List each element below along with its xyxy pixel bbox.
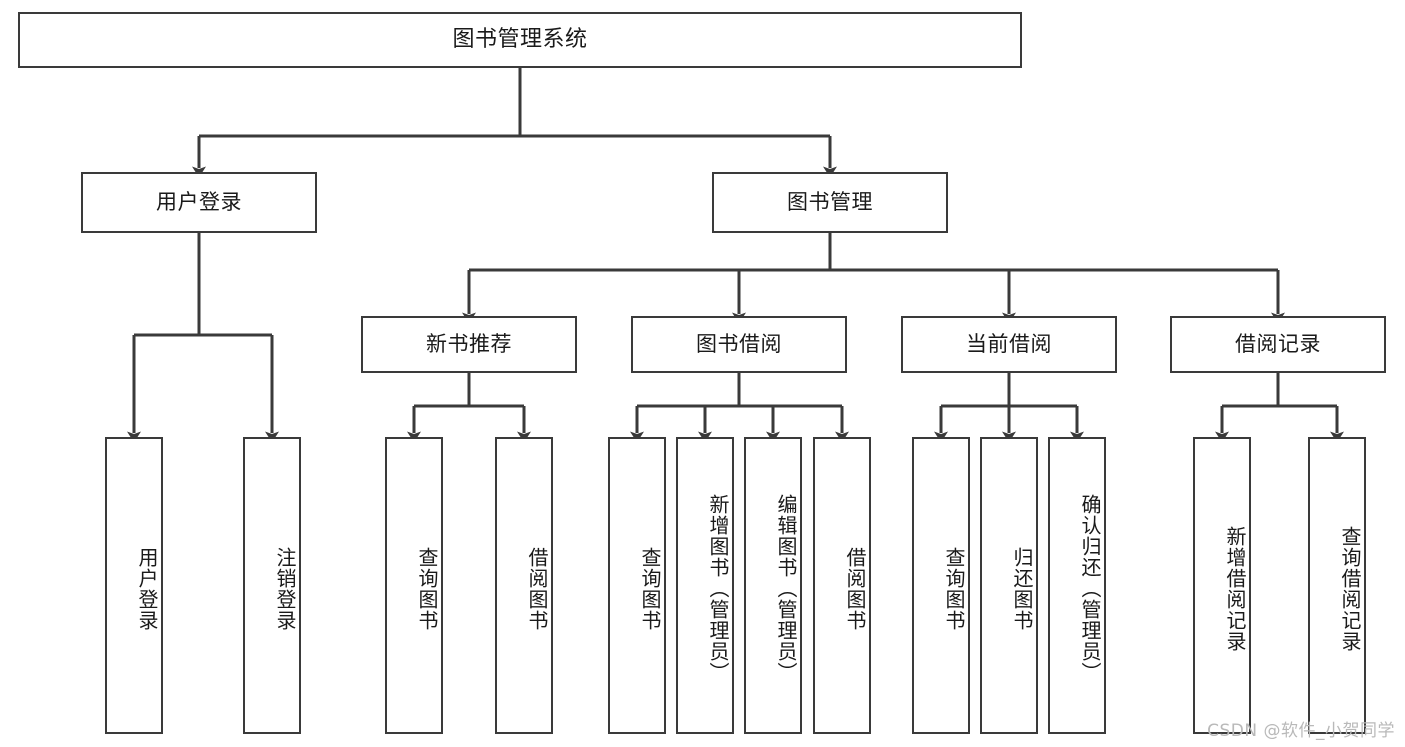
node-user-login[interactable]: 用户登录: [81, 172, 317, 233]
node-leaf-borrow-book-2-label: 借阅图书: [843, 546, 867, 631]
node-leaf-query-record-label: 查询借阅记录: [1338, 525, 1362, 652]
node-leaf-user-logout-label: 注销登录: [273, 546, 297, 631]
node-leaf-user-login-label: 用户登录: [135, 546, 159, 631]
node-leaf-borrow-book-2[interactable]: 借阅图书: [813, 437, 871, 734]
node-leaf-add-record[interactable]: 新增借阅记录: [1193, 437, 1251, 734]
node-leaf-add-book[interactable]: 新增图书（管理员）: [676, 437, 734, 734]
node-leaf-query-book-1-label: 查询图书: [415, 546, 439, 631]
node-leaf-return-book[interactable]: 归还图书: [980, 437, 1038, 734]
node-leaf-add-record-label: 新增借阅记录: [1223, 525, 1247, 652]
node-leaf-edit-book-label: 编辑图书（管理员）: [774, 494, 798, 683]
node-leaf-query-book-3[interactable]: 查询图书: [912, 437, 970, 734]
node-leaf-query-book-2[interactable]: 查询图书: [608, 437, 666, 734]
node-book-manage[interactable]: 图书管理: [712, 172, 948, 233]
node-leaf-return-book-label: 归还图书: [1010, 546, 1034, 631]
node-leaf-query-book-3-label: 查询图书: [942, 546, 966, 631]
node-leaf-query-book-2-label: 查询图书: [638, 546, 662, 631]
node-leaf-edit-book[interactable]: 编辑图书（管理员）: [744, 437, 802, 734]
node-leaf-user-login[interactable]: 用户登录: [105, 437, 163, 734]
node-current-borrow[interactable]: 当前借阅: [901, 316, 1117, 373]
node-new-book-recommend[interactable]: 新书推荐: [361, 316, 577, 373]
node-leaf-add-book-label: 新增图书（管理员）: [706, 494, 730, 683]
node-leaf-borrow-book-1-label: 借阅图书: [525, 546, 549, 631]
node-borrow-record[interactable]: 借阅记录: [1170, 316, 1386, 373]
node-leaf-confirm-return[interactable]: 确认归还（管理员）: [1048, 437, 1106, 734]
node-leaf-confirm-return-label: 确认归还（管理员）: [1078, 494, 1102, 683]
node-root[interactable]: 图书管理系统: [18, 12, 1022, 68]
node-book-borrow[interactable]: 图书借阅: [631, 316, 847, 373]
node-leaf-user-logout[interactable]: 注销登录: [243, 437, 301, 734]
node-leaf-query-record[interactable]: 查询借阅记录: [1308, 437, 1366, 734]
node-leaf-query-book-1[interactable]: 查询图书: [385, 437, 443, 734]
node-leaf-borrow-book-1[interactable]: 借阅图书: [495, 437, 553, 734]
